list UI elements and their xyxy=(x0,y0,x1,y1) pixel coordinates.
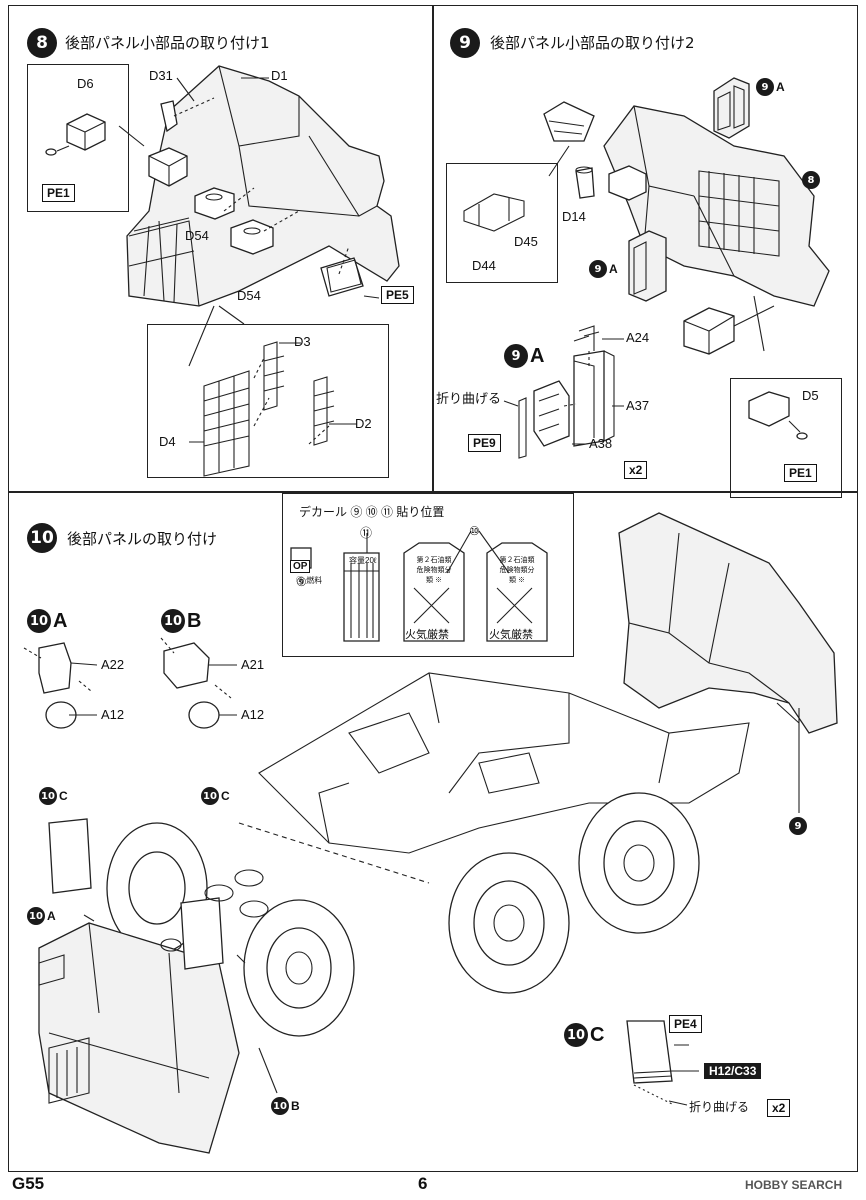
wheel-rear-2 xyxy=(578,792,700,934)
label-a12-b: A12 xyxy=(241,707,265,722)
label-d31: D31 xyxy=(149,68,173,83)
decal-num-10: ⑩ xyxy=(469,524,480,538)
decal-num-9: ⑨ xyxy=(296,575,307,589)
step-8-illustration xyxy=(45,65,400,477)
label-d54-b: D54 xyxy=(237,288,261,303)
step-8-title: 後部パネル小部品の取り付け1 xyxy=(65,34,270,52)
d44-inset xyxy=(446,163,558,283)
label-d5: D5 xyxy=(802,388,819,403)
step-9-badge: 9 xyxy=(450,28,480,58)
label-a24: A24 xyxy=(626,330,650,345)
step-10-title: 後部パネルの取り付け xyxy=(67,530,218,548)
step-8-badge: 8 xyxy=(27,28,57,58)
label-h12-c33: H12/C33 xyxy=(704,1063,762,1079)
label-bend: 折り曲げる xyxy=(436,391,502,406)
label-bend-10c: 折り曲げる xyxy=(689,1100,750,1114)
label-a22: A22 xyxy=(101,657,125,672)
decal-tank-text-2: 第２石油類 危険物類分 類 ※ xyxy=(499,557,535,584)
step-9-illustration xyxy=(463,77,830,459)
ladder-inset xyxy=(147,324,389,478)
d6-inset xyxy=(27,64,129,212)
page-code: G55 xyxy=(12,1174,45,1193)
d5-inset xyxy=(730,378,842,498)
label-d6: D6 xyxy=(77,76,94,91)
step-9-title: 後部パネル小部品の取り付け2 xyxy=(490,34,695,52)
label-d45: D45 xyxy=(514,234,538,249)
step-10-badge: 10 xyxy=(27,523,57,553)
label-a21: A21 xyxy=(241,657,265,672)
label-x2-10c: x2 xyxy=(767,1099,791,1117)
decal-fire-2: 火気厳禁 xyxy=(489,629,533,641)
step-10-panel: 10 後部パネルの取り付け デカール ⑨ ⑩ ⑪ 貼り位置 xyxy=(8,492,858,1172)
step-9-panel: 9 後部パネル小部品の取り付け2 xyxy=(433,5,858,498)
label-d54-a: D54 xyxy=(185,228,209,243)
label-x2: x2 xyxy=(624,461,648,479)
wheel-rear-1 xyxy=(448,852,570,994)
label-d3: D3 xyxy=(294,334,311,349)
decal-title: デカール ⑨ ⑩ ⑪ 貼り位置 xyxy=(299,505,445,519)
label-pe1: PE1 xyxy=(42,184,75,202)
label-a37: A37 xyxy=(626,398,650,413)
decal-num-11: ⑪ xyxy=(360,526,373,540)
decal-tank-text-1: 第２石油類 危険物類分 類 ※ xyxy=(416,557,452,584)
page-number: 6 xyxy=(418,1174,428,1193)
watermark: HOBBY SEARCH xyxy=(745,1178,843,1192)
label-d14: D14 xyxy=(562,209,586,224)
decal-fire-1: 火気厳禁 xyxy=(405,629,449,641)
ref-8: 8 xyxy=(802,171,820,189)
label-pe5: PE5 xyxy=(381,286,414,304)
label-d2: D2 xyxy=(355,416,372,431)
label-d1: D1 xyxy=(271,68,288,83)
label-pe4: PE4 xyxy=(669,1015,702,1033)
step-8-panel: 8 後部パネル小部品の取り付け1 xyxy=(8,5,433,492)
label-a12-a: A12 xyxy=(101,707,125,722)
decal-small-9: ⑨ 燃料 xyxy=(296,576,323,585)
label-pe1-step9: PE1 xyxy=(784,464,817,482)
label-d4: D4 xyxy=(159,434,176,449)
decal-op: OP xyxy=(290,560,311,573)
decal-plate: 容量20ℓ xyxy=(349,556,377,565)
step-10-illustration xyxy=(23,512,838,1154)
label-pe9: PE9 xyxy=(468,434,501,452)
label-a38: A38 xyxy=(589,436,613,451)
label-d44: D44 xyxy=(472,258,496,273)
ref-9: 9 xyxy=(789,817,807,835)
